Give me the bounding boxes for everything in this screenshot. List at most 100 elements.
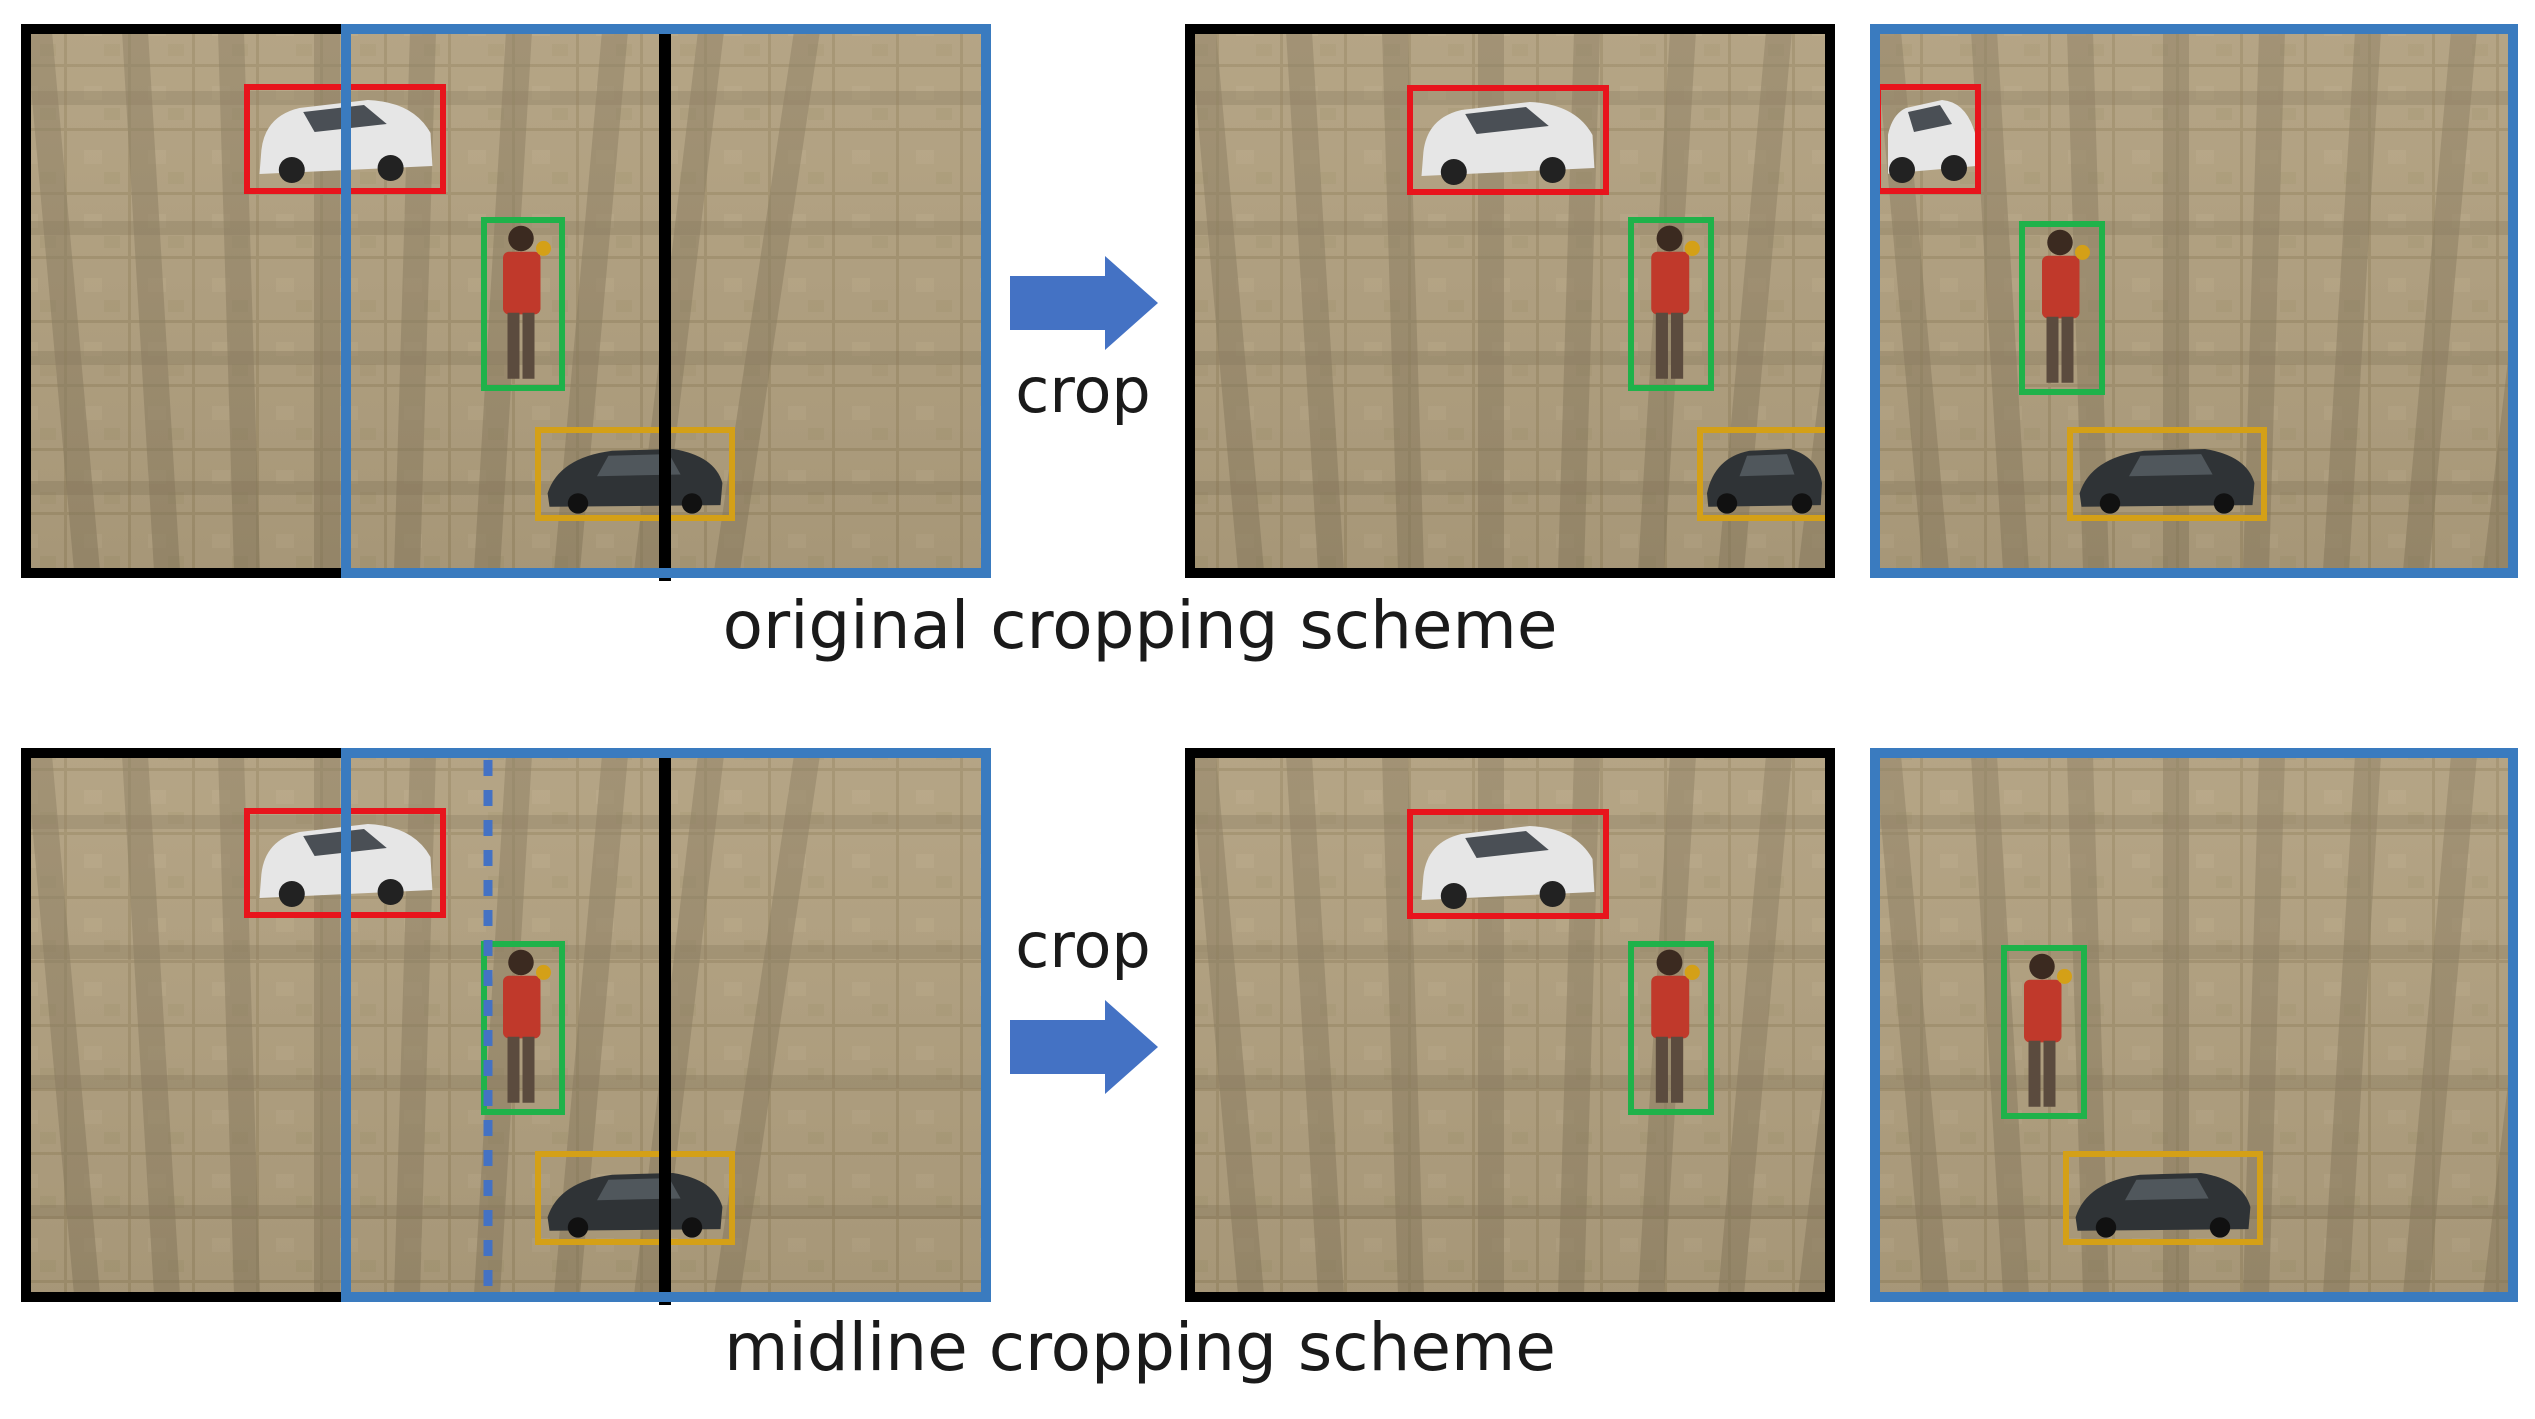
person bbox=[503, 949, 551, 1103]
person-shirt bbox=[503, 251, 541, 315]
person-item bbox=[2057, 968, 2072, 984]
dark-car-wheel bbox=[2095, 1217, 2117, 1238]
person-leg bbox=[1655, 312, 1668, 379]
person bbox=[2024, 953, 2072, 1107]
person-head bbox=[2047, 229, 2073, 256]
red-detection-box bbox=[1407, 85, 1609, 195]
green-detection-box bbox=[2019, 221, 2105, 395]
white-car-wheel bbox=[377, 155, 404, 181]
white-car-windshield bbox=[1465, 107, 1549, 134]
white-car bbox=[1421, 826, 1595, 909]
person-leg bbox=[507, 312, 520, 379]
dark-car-window bbox=[2129, 454, 2213, 477]
dark-car-wheel bbox=[681, 493, 703, 514]
dark-car bbox=[1707, 449, 1822, 514]
dark-car-body bbox=[547, 1173, 723, 1231]
left-crop-ground bbox=[1190, 31, 1830, 571]
green-detection-box bbox=[481, 941, 565, 1115]
dark-car-wheel bbox=[2213, 493, 2235, 514]
dark-car bbox=[2079, 449, 2255, 514]
white-car bbox=[1421, 102, 1595, 185]
person-item bbox=[536, 964, 551, 980]
person-leg bbox=[1671, 1036, 1684, 1103]
person-shirt bbox=[1651, 975, 1690, 1039]
green-detection-box bbox=[1628, 941, 1714, 1115]
right-crop-frame bbox=[1870, 748, 2518, 1302]
black-crop-frame bbox=[21, 24, 346, 578]
green-detection-box bbox=[2001, 945, 2087, 1119]
person bbox=[1651, 949, 1700, 1103]
source-image-ground bbox=[0, 31, 986, 571]
person-shirt bbox=[1651, 251, 1690, 315]
white-car-wheel bbox=[1941, 155, 1967, 181]
paving-stripe bbox=[0, 755, 20, 1295]
person-leg bbox=[507, 1036, 520, 1103]
person-shirt bbox=[503, 975, 541, 1039]
person-shirt bbox=[2042, 255, 2080, 319]
dark-car-wheel bbox=[567, 1217, 589, 1238]
person-head bbox=[1656, 949, 1683, 976]
person-item bbox=[1684, 964, 1700, 981]
person bbox=[2042, 229, 2090, 383]
dark-car-wheel bbox=[1791, 493, 1813, 514]
person-leg bbox=[1655, 1036, 1668, 1103]
dark-car-wheel bbox=[681, 1217, 703, 1238]
white-car bbox=[1888, 100, 1976, 183]
dark-car-window bbox=[2125, 1178, 2209, 1201]
dark-car-wheel bbox=[567, 493, 589, 514]
yellow-detection-box bbox=[2067, 427, 2267, 521]
white-car-wheel bbox=[377, 879, 404, 905]
person bbox=[503, 225, 551, 379]
black-crop-frame bbox=[21, 748, 346, 1302]
white-car-wheel bbox=[1539, 881, 1566, 907]
source-image-ground bbox=[0, 755, 986, 1295]
dark-car-window bbox=[1739, 454, 1795, 477]
white-car-wheel bbox=[1440, 883, 1467, 909]
right-crop-frame bbox=[1870, 24, 2518, 578]
right-crop-ground bbox=[1875, 755, 2513, 1295]
green-detection-box bbox=[1628, 217, 1714, 391]
crop-label: crop bbox=[1015, 354, 1151, 427]
person-leg bbox=[2043, 1040, 2056, 1107]
scheme-caption: original cropping scheme bbox=[723, 587, 1558, 664]
person-head bbox=[508, 949, 534, 976]
left-crop-frame bbox=[1185, 24, 1835, 578]
person-head bbox=[1656, 225, 1683, 252]
white-car-wheel bbox=[1440, 159, 1467, 185]
white-car-wheel bbox=[278, 881, 305, 907]
dark-car-wheel bbox=[2209, 1217, 2231, 1238]
dark-car-body bbox=[2079, 449, 2255, 507]
person-leg bbox=[2061, 316, 2074, 383]
dark-car-body bbox=[2075, 1173, 2251, 1231]
white-car-windshield bbox=[1908, 105, 1952, 132]
right-arrow-icon bbox=[1010, 1000, 1158, 1094]
white-car-wheel bbox=[278, 157, 305, 183]
person-leg bbox=[1671, 312, 1684, 379]
person-head bbox=[508, 225, 534, 252]
crop-label: crop bbox=[1015, 909, 1151, 982]
dark-car-body bbox=[547, 449, 723, 507]
left-crop-frame bbox=[1185, 748, 1835, 1302]
person-item bbox=[536, 240, 551, 256]
white-car-wheel bbox=[1889, 157, 1915, 183]
yellow-detection-box bbox=[2063, 1151, 2263, 1245]
person-leg bbox=[522, 312, 535, 379]
white-car-windshield bbox=[1465, 831, 1549, 858]
dark-car-wheel bbox=[2099, 493, 2121, 514]
person bbox=[1651, 225, 1700, 379]
blue-crop-frame bbox=[341, 24, 991, 578]
red-detection-box bbox=[1407, 809, 1609, 919]
dark-car-body bbox=[1707, 449, 1822, 507]
dark-car bbox=[2075, 1173, 2251, 1238]
person-head bbox=[2029, 953, 2055, 980]
scheme-caption: midline cropping scheme bbox=[724, 1309, 1556, 1386]
blue-crop-frame bbox=[341, 748, 991, 1302]
right-arrow-icon bbox=[1010, 256, 1158, 350]
yellow-detection-box bbox=[535, 1151, 735, 1245]
paving-stripe bbox=[0, 31, 20, 571]
person-item bbox=[1684, 240, 1700, 256]
person-item bbox=[2075, 244, 2090, 260]
person-leg bbox=[2028, 1040, 2041, 1107]
green-detection-box bbox=[481, 217, 565, 391]
